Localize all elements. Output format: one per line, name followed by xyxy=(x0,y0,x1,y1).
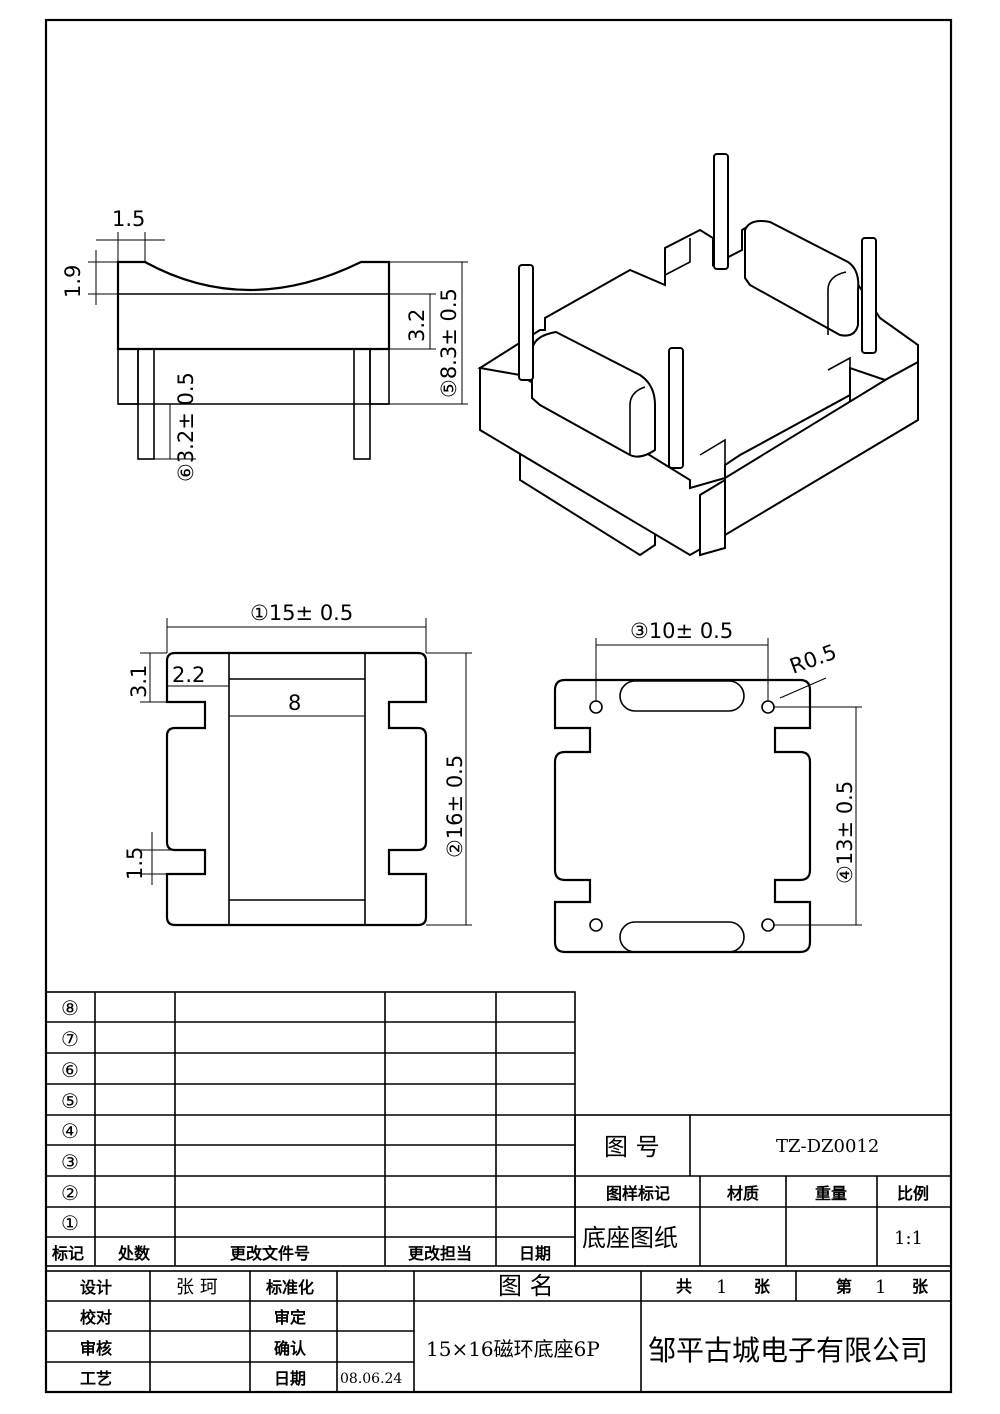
date-label: 日期 xyxy=(274,1369,306,1388)
title-block: 图 号 TZ-DZ0012 图样标记 材质 重量 比例 底座图纸 1:1 xyxy=(574,1114,952,1267)
side-view-body xyxy=(116,260,391,351)
rev-mark-8: ⑧ xyxy=(61,996,79,1020)
isometric-view xyxy=(477,153,919,557)
check-label: 校对 xyxy=(80,1308,112,1327)
drawing-name: 15×16磁环底座6P xyxy=(426,1337,600,1361)
company-name: 邹平古城电子有限公司 xyxy=(648,1334,928,1367)
page-suffix: 张 xyxy=(912,1277,929,1296)
top-dim-8: 8 xyxy=(288,691,301,715)
rev-header-date: 日期 xyxy=(519,1244,551,1263)
rev-mark-6: ⑥ xyxy=(61,1058,79,1082)
bottom-view-outline xyxy=(553,678,812,954)
top-dim-2-2: 2.2 xyxy=(172,663,205,687)
top-dim-1-5: 1.5 xyxy=(123,847,147,880)
total-suffix: 张 xyxy=(754,1277,771,1296)
review-label: 审定 xyxy=(274,1308,306,1327)
rev-mark-3: ③ xyxy=(61,1150,79,1174)
confirm-label: 确认 xyxy=(274,1339,307,1358)
drawing-name-label: 图 名 xyxy=(498,1272,554,1300)
drawing-no-label: 图 号 xyxy=(604,1133,660,1161)
designer-name: 张 珂 xyxy=(176,1277,218,1298)
scale-value: 1:1 xyxy=(894,1228,923,1249)
total-prefix: 共 xyxy=(676,1277,692,1296)
side-view: 1.5 1.9 3.2 ⑤8.3± 0.5 ⑥3.2± 0.5 xyxy=(61,207,468,482)
top-dim-height: ②16± 0.5 xyxy=(443,755,467,858)
material-label: 材质 xyxy=(727,1184,759,1203)
rev-mark-5: ⑤ xyxy=(61,1089,79,1113)
signature-block: 设计 张 珂 标准化 校对 审定 审核 确认 工艺 日期 08.06.24 图 … xyxy=(45,1270,952,1393)
total-value: 1 xyxy=(716,1277,727,1298)
rev-header-doc: 更改文件号 xyxy=(230,1244,310,1263)
rev-header-mark: 标记 xyxy=(51,1244,84,1263)
top-dim-3-1: 3.1 xyxy=(127,665,151,698)
rev-mark-1: ① xyxy=(61,1211,79,1235)
standard-label: 标准化 xyxy=(265,1278,314,1297)
bottom-dim-13: ④13± 0.5 xyxy=(833,781,857,884)
scale-label: 比例 xyxy=(897,1184,929,1203)
bottom-view: ③10± 0.5 R0.5 ④13± 0.5 xyxy=(553,619,862,954)
process-label: 工艺 xyxy=(80,1369,112,1388)
top-dim-width: ①15± 0.5 xyxy=(250,601,353,625)
weight-label: 重量 xyxy=(815,1184,847,1203)
top-view: ①15± 0.5 3.1 2.2 8 1.5 ②16± 0.5 xyxy=(123,601,472,927)
bottom-dim-10: ③10± 0.5 xyxy=(630,619,733,643)
rev-header-count: 处数 xyxy=(117,1244,151,1263)
rev-mark-4: ④ xyxy=(61,1119,79,1143)
side-dim-pin: ⑥3.2± 0.5 xyxy=(174,372,198,482)
page-value: 1 xyxy=(875,1277,886,1298)
side-dim-1-9: 1.9 xyxy=(61,265,85,298)
sample-mark-label: 图样标记 xyxy=(606,1184,670,1203)
bottom-dim-r: R0.5 xyxy=(787,640,840,679)
revision-table: ⑧ ⑦ ⑥ ⑤ ④ ③ ② ① 标记 处数 更改文件号 更改担当 日期 xyxy=(45,991,576,1267)
rev-mark-2: ② xyxy=(61,1181,79,1205)
rev-header-owner: 更改担当 xyxy=(408,1244,472,1263)
drawing-no-value: TZ-DZ0012 xyxy=(776,1136,879,1157)
side-dim-8-3: ⑤8.3± 0.5 xyxy=(437,288,461,398)
page-prefix: 第 xyxy=(836,1277,852,1296)
design-label: 设计 xyxy=(80,1278,112,1297)
side-dim-1-5: 1.5 xyxy=(112,207,145,231)
rev-mark-7: ⑦ xyxy=(61,1027,79,1051)
audit-label: 审核 xyxy=(80,1339,112,1358)
top-view-outline xyxy=(165,651,428,927)
sample-mark-value: 底座图纸 xyxy=(582,1224,678,1252)
side-dim-3-2: 3.2 xyxy=(405,309,429,342)
date-value: 08.06.24 xyxy=(340,1371,402,1387)
